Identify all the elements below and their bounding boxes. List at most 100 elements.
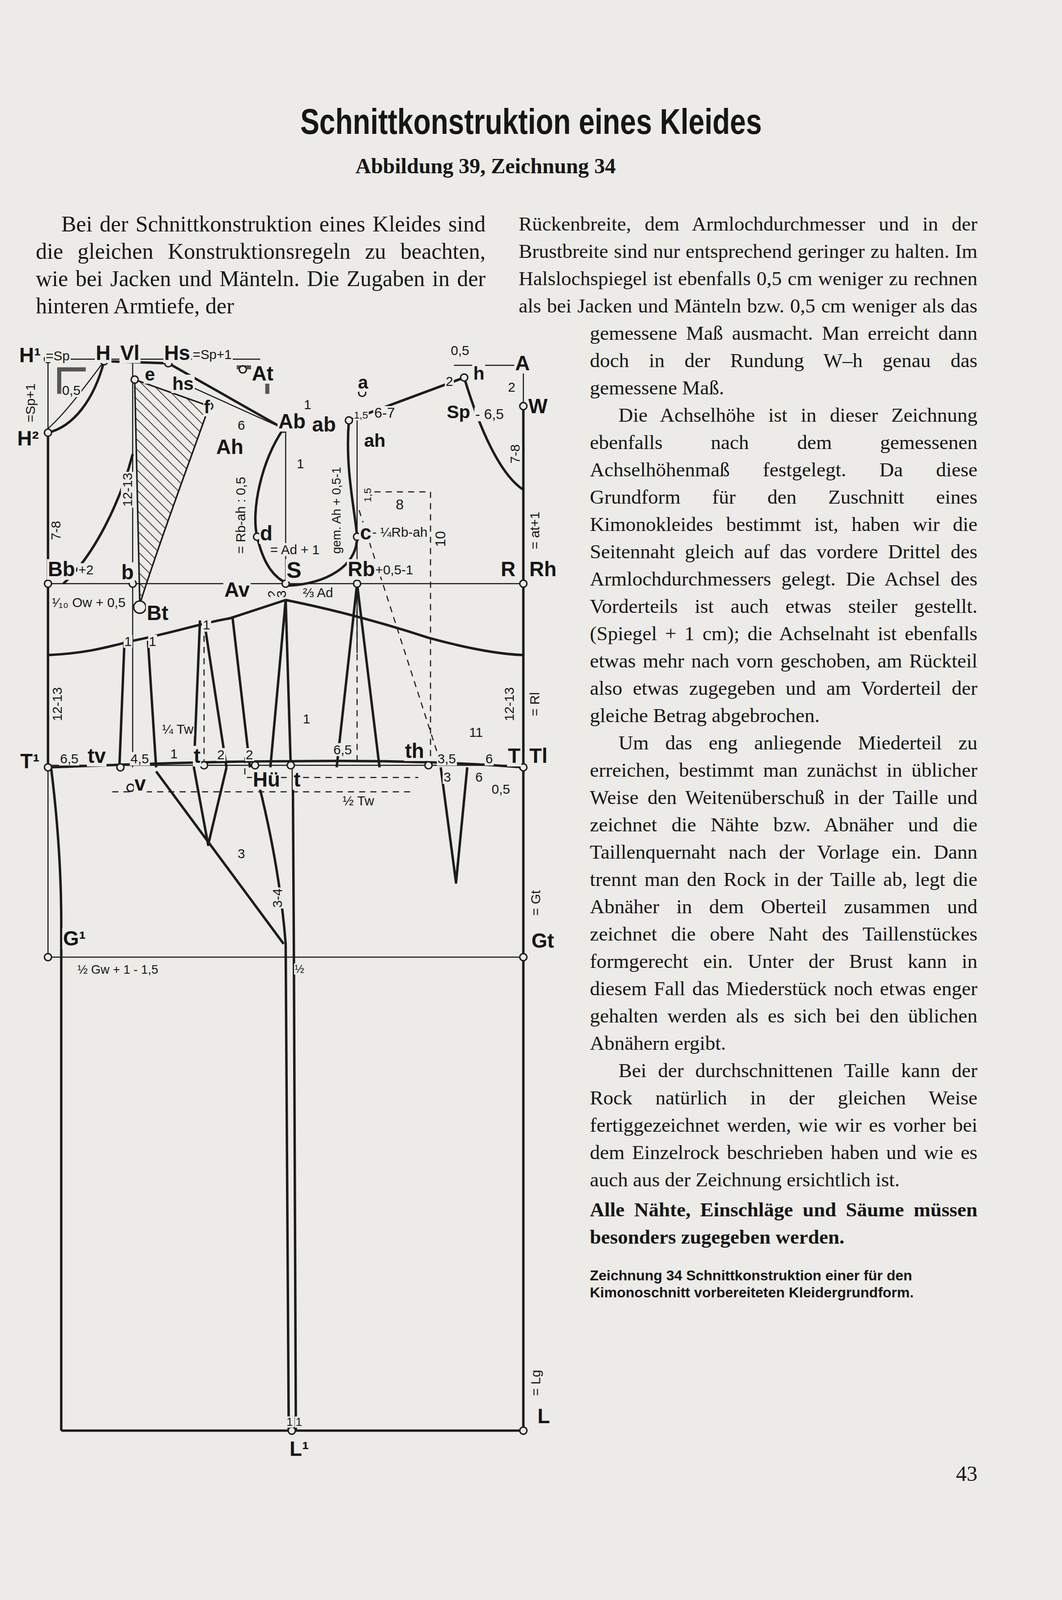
pattern-path	[112, 791, 414, 793]
pattern-circle	[519, 402, 527, 410]
measure-label: 3	[236, 846, 246, 861]
measure-label: - ¼Rb-ah	[371, 525, 429, 539]
pattern-circle	[287, 761, 295, 769]
pattern-g	[44, 355, 527, 1434]
measure-label: 3-4	[270, 887, 285, 909]
pattern-g	[47, 361, 524, 1431]
measure-label: 3	[442, 770, 452, 784]
pattern-circle	[44, 953, 52, 961]
pattern-path	[51, 767, 524, 1431]
measure-label: 1	[201, 618, 211, 632]
pattern-circle	[353, 580, 361, 588]
point-label: Bt	[145, 602, 170, 624]
point-label: Rh	[528, 558, 558, 580]
point-label: hs	[171, 374, 195, 393]
column-spacer	[518, 210, 519, 321]
point-label: b	[120, 562, 135, 583]
point-label: Bb	[46, 558, 77, 580]
measure-label: 6-7	[373, 405, 396, 421]
measure-label: 3,5	[436, 751, 457, 766]
point-label: Gt	[530, 930, 555, 952]
point-label: ab	[311, 414, 337, 436]
point-label: Sp	[445, 402, 471, 422]
measure-label: 3	[274, 588, 289, 598]
pattern-circle	[288, 1426, 296, 1434]
measure-label: = Gt	[528, 889, 543, 917]
pattern-circle	[44, 428, 52, 436]
body-paragraph: Um das eng anliegende Miederteil zu erre…	[518, 729, 978, 1057]
subtitle-row: Abbildung 39, Zeichnung 34	[0, 153, 972, 180]
measure-label: 12-13	[50, 686, 64, 722]
point-label: T	[507, 745, 522, 767]
page-number: 43	[955, 1462, 978, 1485]
measure-label: 6	[484, 751, 494, 766]
measure-label: 8	[394, 497, 405, 512]
page-title: Schnittkonstruktion eines Kleides	[300, 102, 762, 142]
measure-label: 2	[244, 747, 254, 762]
pattern-circle	[424, 761, 432, 769]
bold-note: Alle Nähte, Einschläge und Säume müssen …	[518, 1195, 978, 1251]
point-label: Ab	[277, 411, 307, 432]
measure-label: 1	[285, 1416, 294, 1428]
point-label: A	[514, 353, 531, 374]
body-paragraph: Bei der durchschnittenen Taille kann der…	[518, 1056, 978, 1194]
measure-label: ¹⁄₁₀ Ow + 0,5	[51, 595, 127, 610]
measure-label: 0,5	[490, 782, 512, 796]
point-label: L	[536, 1405, 551, 1427]
point-label: f	[203, 397, 212, 417]
measure-label: =Sp	[44, 349, 71, 363]
title-row: Schnittkonstruktion eines Kleides	[0, 102, 1062, 142]
measure-label: 1	[169, 746, 179, 761]
pattern-circle	[200, 761, 208, 769]
measure-label: 7-8	[508, 443, 522, 465]
point-label: W	[527, 396, 549, 417]
point-label: th	[404, 740, 426, 762]
point-label: v	[133, 773, 147, 794]
measure-label: =Sp+1	[191, 347, 233, 362]
body-paragraph: Die Achselhöhe ist in dieser Zeichnung e…	[518, 401, 978, 730]
pattern-path	[255, 769, 296, 1431]
measure-label: 1,5	[362, 486, 373, 504]
point-label: t	[292, 769, 302, 790]
point-label: d	[259, 523, 274, 544]
measure-label: 11	[468, 725, 484, 739]
pattern-path	[255, 428, 288, 584]
measure-label: ½ Gw + 1 - 1,5	[76, 963, 159, 976]
point-label: e	[143, 365, 156, 384]
point-label: a	[357, 373, 370, 392]
pattern-path	[47, 361, 104, 429]
point-label: S	[285, 558, 303, 582]
measure-label: 12-13	[502, 686, 517, 722]
measure-label: ½	[294, 963, 306, 975]
measure-label: 2	[444, 374, 454, 389]
pattern-circle	[44, 580, 52, 588]
measure-label: +0,5-1	[374, 562, 415, 577]
text-column: Rückenbreite, dem Armlochdurchmesser und…	[518, 210, 978, 1538]
measure-label: 1	[302, 712, 312, 726]
point-label: T¹	[19, 750, 41, 772]
measure-label: ¼ Tw	[161, 722, 195, 736]
measure-label: = Lg	[528, 1368, 543, 1397]
measure-label: 2	[216, 747, 226, 762]
point-label: Rb	[346, 558, 376, 580]
measure-label: ½ Tw	[341, 793, 376, 808]
pattern-circle	[127, 784, 135, 792]
measure-label: = Rb-ah : 0,5	[234, 475, 248, 555]
measure-label: = Rl	[528, 690, 542, 717]
measure-label: 6	[474, 770, 484, 784]
body-text: Bei der Schnittkonstruktion eines Kleide…	[35, 210, 486, 320]
measure-label: 1	[302, 397, 312, 412]
measure-label: 6,5	[59, 751, 80, 766]
measure-label: 6	[236, 418, 246, 432]
measure-label: 0,5	[61, 383, 82, 397]
measure-label: 7-8	[49, 520, 64, 542]
column-spacer	[518, 320, 590, 1538]
point-label: L¹	[288, 1438, 310, 1459]
measure-label: ⅔ Ad	[302, 585, 334, 600]
measure-label: 10	[433, 529, 448, 548]
pattern-circle	[133, 601, 146, 614]
point-label: H²	[16, 428, 40, 449]
point-label: Hs	[163, 342, 192, 364]
point-label: At	[251, 363, 275, 384]
measure-label: +2	[77, 562, 95, 577]
